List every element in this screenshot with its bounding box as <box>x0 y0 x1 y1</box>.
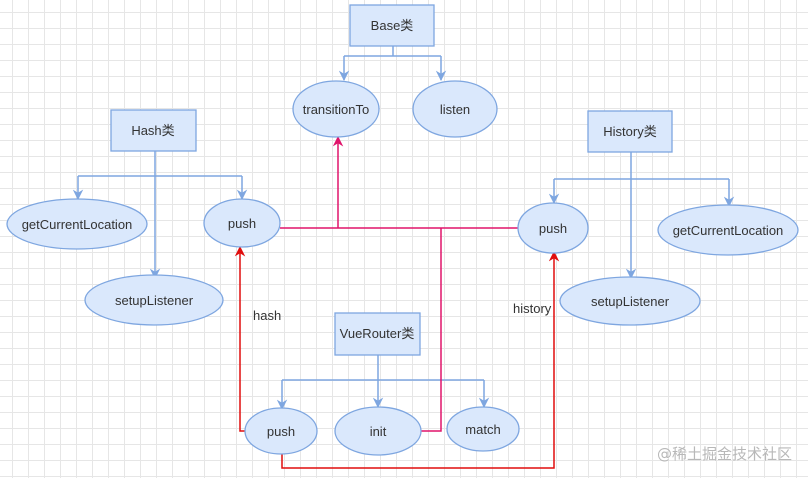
method-label-vuerouter-match: match <box>465 422 500 437</box>
class-box-base-shape <box>349 4 435 47</box>
method-transitionto: transitionTo <box>292 80 380 138</box>
edge-label-hash: hash <box>253 308 281 323</box>
tree-connectors <box>72 46 735 411</box>
line-init-to-push <box>421 228 442 432</box>
method-vuerouter-init-shape <box>334 406 422 456</box>
method-label-vuerouter-push: push <box>267 424 295 439</box>
class-box-vuerouter-shape <box>334 312 421 356</box>
method-label-listen: listen <box>440 102 470 117</box>
method-hash-getcurrentlocation-shape <box>6 198 148 250</box>
method-label-history-getcurrentlocation: getCurrentLocation <box>673 223 784 238</box>
class-box-history-shape <box>587 110 673 153</box>
method-vuerouter-match: match <box>446 406 520 452</box>
class-box-hash-shape <box>110 109 197 152</box>
method-history-push-shape <box>517 202 589 254</box>
method-label-hash-getcurrentlocation: getCurrentLocation <box>22 217 133 232</box>
class-label-hash: Hash类 <box>131 123 174 138</box>
method-hash-setuplistener-shape <box>84 274 224 326</box>
class-label-vuerouter: VueRouter类 <box>340 326 415 341</box>
method-listen: listen <box>412 80 498 138</box>
class-label-history: History类 <box>603 124 656 139</box>
method-history-setuplistener: setupListener <box>559 276 701 326</box>
method-hash-push-shape <box>203 198 281 248</box>
method-history-setuplistener-shape <box>559 276 701 326</box>
line-vuerouter-push-to-hash-push <box>234 245 255 432</box>
method-vuerouter-init: init <box>334 406 422 456</box>
class-label-base: Base类 <box>371 18 414 33</box>
method-hash-getcurrentlocation: getCurrentLocation <box>6 198 148 250</box>
method-label-history-push: push <box>539 221 567 236</box>
class-box-history: History类 <box>587 110 673 153</box>
class-box-hash: Hash类 <box>110 109 197 152</box>
line-vuerouter-push-to-history-push <box>281 250 560 469</box>
method-label-history-setuplistener: setupListener <box>591 294 670 309</box>
method-label-hash-push: push <box>228 216 256 231</box>
watermark-text: @稀土掘金技术社区 <box>657 445 792 463</box>
method-history-push: push <box>517 202 589 254</box>
edge-label-history: history <box>513 301 552 316</box>
transition-call-lines <box>280 135 518 432</box>
method-listen-shape <box>412 80 498 138</box>
method-transitionto-shape <box>292 80 380 138</box>
class-box-base: Base类 <box>349 4 435 47</box>
method-history-getcurrentlocation: getCurrentLocation <box>657 204 799 256</box>
method-label-hash-setuplistener: setupListener <box>115 293 194 308</box>
method-vuerouter-push-shape <box>244 407 318 455</box>
method-label-vuerouter-init: init <box>370 424 387 439</box>
method-hash-push: push <box>203 198 281 248</box>
method-vuerouter-push: push <box>244 407 318 455</box>
class-box-vuerouter: VueRouter类 <box>334 312 421 356</box>
method-label-transitionto: transitionTo <box>303 102 369 117</box>
method-hash-setuplistener: setupListener <box>84 274 224 326</box>
method-history-getcurrentlocation-shape <box>657 204 799 256</box>
method-vuerouter-match-shape <box>446 406 520 452</box>
